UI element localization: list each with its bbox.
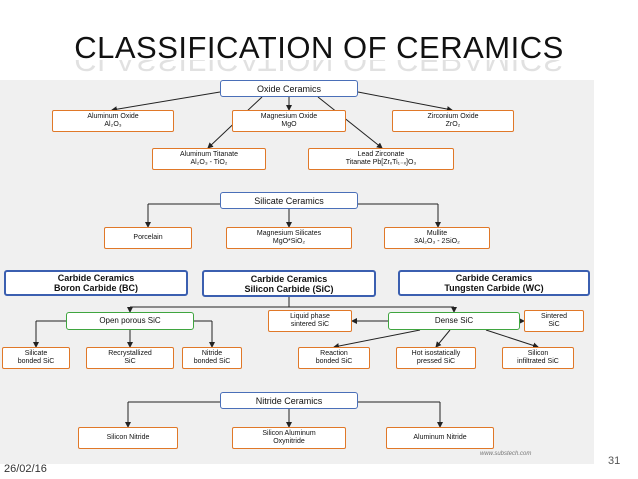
arrow-dense-hot (435, 329, 451, 348)
silicon-nitride-box: Silicon Nitride (78, 427, 178, 449)
slide-title-reflection: CLASSIFICATION OF CERAMICS (74, 60, 564, 78)
arrow-oxide-lead (317, 96, 383, 149)
arrow-oxide-zro2 (357, 91, 453, 113)
aluminum-nitride-box: Aluminum Nitride (386, 427, 494, 449)
arrow-oxide-alumina (111, 91, 221, 113)
slide-date: 26/02/16 (4, 463, 47, 475)
nitride-ceramics-head: Nitride Ceramics (220, 392, 358, 409)
connector-lines (33, 91, 539, 428)
open-porous-sic-box: Open porous SiC (66, 312, 194, 330)
porcelain-box: Porcelain (104, 227, 192, 249)
source-watermark: www.substech.com (480, 451, 532, 457)
dense-sic-box: Dense SiC (388, 312, 520, 330)
page-number: 31 (608, 455, 621, 467)
silicate-ceramics-head: Silicate Ceramics (220, 192, 358, 209)
arrow-dense-silicon (485, 329, 539, 349)
slide-title: CLASSIFICATION OF CERAMICS (74, 30, 564, 65)
oxide-ceramics-head: Oxide Ceramics (220, 80, 358, 97)
arrow-dense-reaction (333, 329, 421, 349)
